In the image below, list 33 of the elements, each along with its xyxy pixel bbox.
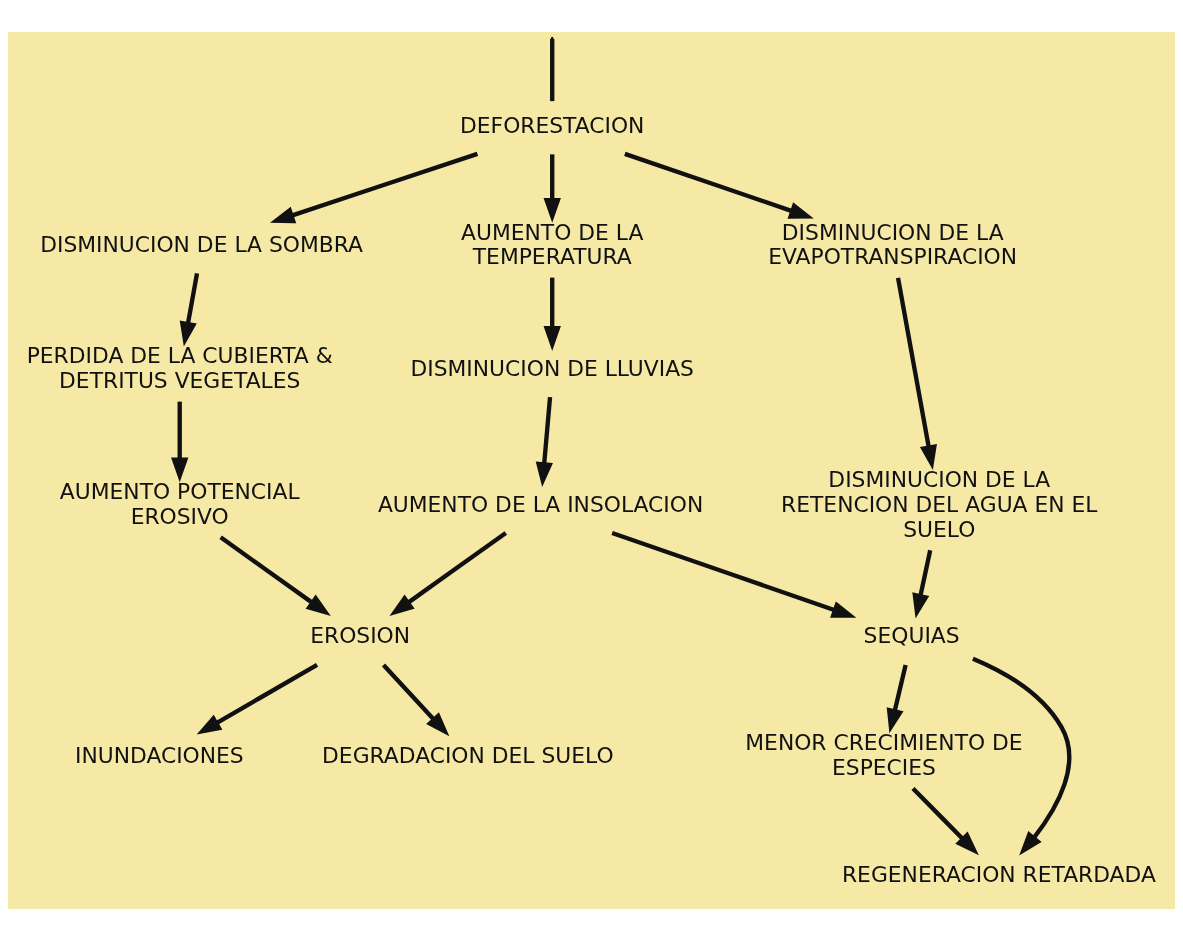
- arrow: [196, 662, 319, 735]
- arrow: [535, 396, 553, 487]
- arrow: [269, 151, 479, 223]
- arrow: [389, 530, 508, 616]
- arrow: [912, 549, 933, 618]
- node-text: DISMINUCION DE LA SOMBRA: [40, 231, 363, 257]
- arrow: [171, 401, 189, 482]
- arrow: [381, 663, 450, 736]
- arrow: [219, 535, 331, 616]
- arrow: [611, 530, 857, 618]
- arrow: [624, 151, 814, 219]
- arrow: [179, 272, 200, 346]
- arrow: [972, 656, 1072, 856]
- node-text: AUMENTO POTENCIAL EROSIVO: [59, 478, 300, 529]
- node-text: EROSION: [310, 622, 411, 648]
- arrow: [886, 664, 908, 733]
- node-text: REGENERACION RETARDADA: [841, 861, 1156, 887]
- node-text: DISMINUCION DE LA RETENCION DEL AGUA EN EL SUELO: [781, 466, 1098, 541]
- arrow: [543, 153, 561, 223]
- arrow: [911, 786, 979, 855]
- node-text: AUMENTO DE LA INSOLACION: [377, 491, 704, 517]
- connector: [550, 38, 555, 101]
- node-text: SEQUIAS: [863, 622, 960, 648]
- arrow: [543, 277, 561, 351]
- node-text: PERDIDA DE LA CUBIERTA & DETRITUS VEGETALES: [26, 342, 333, 393]
- node-text: AUMENTO DE LA TEMPERATURA: [461, 219, 644, 269]
- node-text: DEFORESTACION: [460, 112, 645, 138]
- arrow: [895, 276, 937, 470]
- node-text: DEGRADACION DEL SUELO: [322, 742, 614, 768]
- node-text: MENOR CRECIMIENTO DE ESPECIES: [745, 729, 1023, 780]
- node-text: INUNDACIONES: [74, 742, 244, 768]
- node-text: DISMINUCION DE LA EVAPOTRANSPIRACION: [768, 219, 1018, 269]
- node-text: DISMINUCION DE LLUVIAS: [410, 355, 694, 381]
